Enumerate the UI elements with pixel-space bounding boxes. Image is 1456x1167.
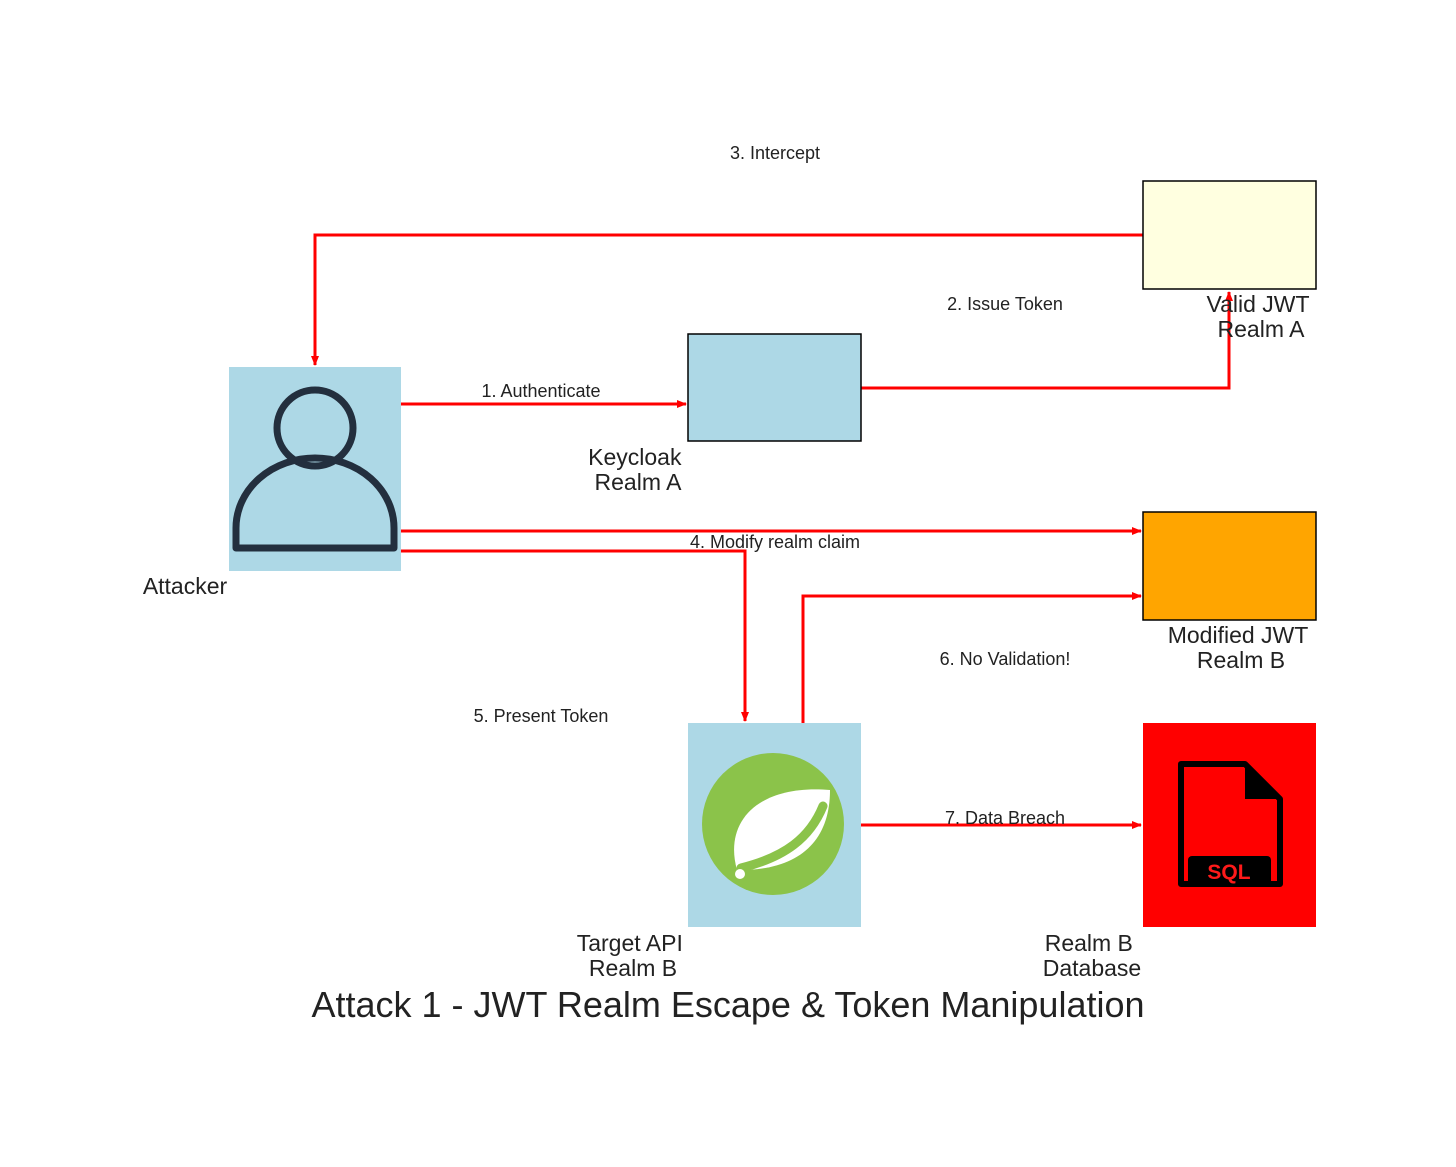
- keycloak-node[interactable]: [687, 333, 862, 442]
- target-api-node[interactable]: [688, 723, 861, 927]
- edge-label-no-validation: 6. No Validation!: [940, 649, 1071, 669]
- keycloak-label: Keycloak Realm A: [588, 444, 688, 495]
- sql-icon-text: SQL: [1207, 861, 1250, 884]
- modified-jwt-node[interactable]: [1142, 511, 1317, 621]
- edges: [311, 233, 1233, 829]
- database-label: Realm B Database: [1043, 930, 1141, 981]
- edge-issue-token: [861, 291, 1233, 390]
- attacker-node[interactable]: [229, 367, 401, 571]
- edge-label-present-token: 5. Present Token: [474, 706, 609, 726]
- modified-jwt-label: Modified JWT Realm B: [1168, 622, 1315, 673]
- edge-label-authenticate: 1. Authenticate: [481, 381, 600, 401]
- database-node[interactable]: SQL: [1143, 723, 1316, 927]
- edge-label-data-breach: 7. Data Breach: [945, 808, 1065, 828]
- diagram-title: Attack 1 - JWT Realm Escape & Token Mani…: [311, 984, 1144, 1025]
- valid-jwt-label: Valid JWT Realm A: [1206, 291, 1315, 342]
- user-icon: [232, 386, 398, 552]
- edge-intercept: [311, 233, 1143, 366]
- target-api-label: Target API Realm B: [577, 930, 690, 981]
- edge-label-issue-token: 2. Issue Token: [947, 294, 1063, 314]
- attacker-label: Attacker: [143, 573, 228, 599]
- edge-label-modify-realm-claim: 4. Modify realm claim: [690, 532, 860, 552]
- valid-jwt-node[interactable]: [1142, 180, 1317, 290]
- sql-file-icon: SQL: [1178, 761, 1283, 887]
- edge-present-token: [401, 549, 749, 722]
- spring-leaf-icon: [702, 753, 844, 895]
- edge-label-intercept: 3. Intercept: [730, 143, 820, 163]
- edge-no-validation: [801, 592, 1142, 723]
